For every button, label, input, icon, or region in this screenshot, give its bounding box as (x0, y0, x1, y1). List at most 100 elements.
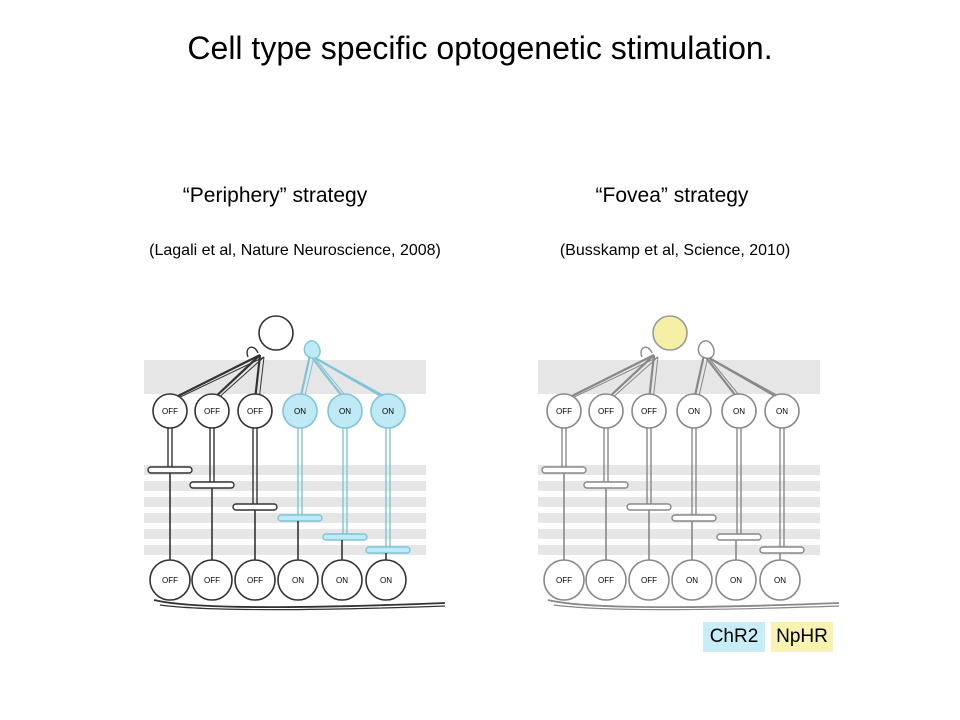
ganglion-cell (234, 559, 276, 601)
bipolar-axon (561, 427, 567, 470)
bipolar-dendrite (707, 356, 787, 401)
bipolar-cell (194, 393, 230, 429)
axon-terminal (541, 466, 587, 474)
bipolar-cell-label: ON (688, 407, 700, 416)
dendritic-terminal (303, 340, 321, 359)
inner-plexiform-sublayer (144, 481, 426, 491)
bipolar-cell-label: OFF (641, 407, 657, 416)
axon-terminal (232, 503, 278, 511)
bipolar-cell-label: ON (339, 407, 351, 416)
legend-nphr: NpHR (771, 622, 833, 652)
bipolar-dendrite (703, 354, 740, 401)
bipolar-cell-label: ON (382, 407, 394, 416)
bipolar-dendrite (169, 354, 261, 401)
inner-plexiform-sublayer (144, 465, 426, 475)
bipolar-axon (342, 427, 348, 537)
bipolar-cell (237, 393, 273, 429)
bipolar-dendrite (253, 354, 262, 401)
bipolar-dendrite (303, 356, 315, 401)
bipolar-dendrite (298, 354, 312, 401)
ganglion-cell (715, 559, 757, 601)
bipolar-cell-label: OFF (556, 407, 572, 416)
ganglion-cell (321, 559, 363, 601)
ganglion-cell-label: OFF (598, 576, 614, 585)
axon-terminal (583, 481, 629, 489)
axon-terminal (147, 466, 193, 474)
inner-plexiform-sublayer (538, 497, 820, 507)
ganglion-cell (191, 559, 233, 601)
legend-chr2: ChR2 (703, 622, 765, 652)
axon-terminal (759, 546, 805, 554)
inner-plexiform-sublayer (144, 545, 426, 555)
dendritic-terminal (697, 340, 715, 359)
bipolar-cell (370, 393, 406, 429)
ganglion-cell-label: OFF (162, 576, 178, 585)
bipolar-axon (297, 427, 303, 518)
bipolar-cell (721, 393, 757, 429)
ganglion-cell (149, 559, 191, 601)
bipolar-dendrite (652, 356, 659, 401)
ganglion-cell-label: ON (380, 576, 392, 585)
axon-terminal (716, 533, 762, 541)
bipolar-cell (282, 393, 318, 429)
bipolar-cell-label: ON (294, 407, 306, 416)
axon-terminal (671, 514, 717, 522)
inner-plexiform-sublayer (144, 529, 426, 539)
bipolar-axon (252, 427, 258, 507)
axon-terminal (626, 503, 672, 511)
ganglion-cell-label: OFF (641, 576, 657, 585)
ganglion-cell (628, 559, 670, 601)
ganglion-cell-label: ON (774, 576, 786, 585)
ganglion-cell-label: ON (292, 576, 304, 585)
bipolar-cell-label: OFF (204, 407, 220, 416)
inner-plexiform-sublayer (144, 497, 426, 507)
outer-plexiform-layer (538, 360, 820, 394)
bipolar-cell (588, 393, 624, 429)
periphery-citation: (Lagali et al, Nature Neuroscience, 2008… (149, 242, 441, 259)
optic-nerve-fibers (553, 604, 840, 611)
bipolar-cell-label: OFF (247, 407, 263, 416)
ganglion-cell-label: OFF (204, 576, 220, 585)
bipolar-dendrite (309, 354, 346, 401)
bipolar-axon (646, 427, 652, 507)
ganglion-cell (543, 559, 585, 601)
bipolar-cell-label: ON (733, 407, 745, 416)
fovea-citation: (Busskamp et al, Science, 2010) (559, 242, 791, 259)
axon-terminal (189, 481, 235, 489)
periphery-strategy-heading: “Periphery” strategy (182, 184, 368, 207)
bipolar-cell (676, 393, 712, 429)
ganglion-cell-label: OFF (556, 576, 572, 585)
ganglion-cell-label: ON (686, 576, 698, 585)
bipolar-axon (385, 427, 391, 550)
bipolar-dendrite (313, 356, 393, 401)
bipolar-dendrite (647, 354, 656, 401)
bipolar-dendrite (215, 356, 265, 401)
bipolar-dendrite (313, 356, 350, 401)
bipolar-cell-label: ON (776, 407, 788, 416)
bipolar-cell (631, 393, 667, 429)
bipolar-cell (152, 393, 188, 429)
ganglion-cell (277, 559, 319, 601)
bipolar-dendrite (609, 356, 659, 401)
inner-plexiform-sublayer (538, 481, 820, 491)
optic-nerve-fibers (159, 604, 446, 611)
inner-plexiform-sublayer (538, 529, 820, 539)
inner-plexiform-sublayer (538, 465, 820, 475)
ganglion-cell-label: OFF (247, 576, 263, 585)
bipolar-axon (167, 427, 173, 470)
photoreceptor-cell (652, 315, 688, 351)
bipolar-dendrite (697, 356, 709, 401)
dendritic-terminal (640, 346, 653, 358)
bipolar-dendrite (692, 354, 706, 401)
bipolar-cell (327, 393, 363, 429)
slide-title: Cell type specific optogenetic stimulati… (187, 30, 773, 66)
bipolar-axon (736, 427, 742, 537)
bipolar-cell-label: OFF (162, 407, 178, 416)
ganglion-cell (365, 559, 407, 601)
optic-nerve-fibers (153, 599, 446, 609)
inner-plexiform-sublayer (538, 545, 820, 555)
fovea-strategy-heading: “Fovea” strategy (595, 184, 749, 207)
ganglion-cell-label: ON (730, 576, 742, 585)
bipolar-cell (546, 393, 582, 429)
